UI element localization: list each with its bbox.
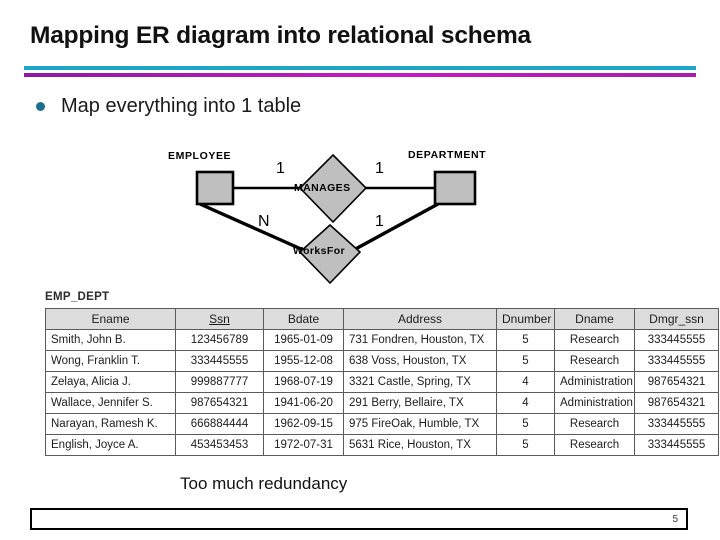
- table-cell-dmgr_ssn: 333445555: [634, 434, 719, 456]
- column-header-dnumber[interactable]: Dnumber: [496, 308, 555, 330]
- edge-employee-worksfor: [199, 202, 311, 255]
- table-cell-dmgr_ssn: 333445555: [634, 329, 719, 351]
- table-cell-address: 291 Berry, Bellaire, TX: [343, 392, 497, 414]
- footer-bar: 5: [30, 508, 688, 530]
- table-cell-ename: Smith, John B.: [45, 329, 176, 351]
- table-cell-dname: Research: [554, 434, 635, 456]
- relationship-diamond-manages: [298, 153, 368, 224]
- table-cell-bdate: 1962-09-15: [263, 413, 344, 435]
- table-header: Ename Ssn Bdate Address Dnumber Dname Dmgr_ssn: [45, 308, 719, 330]
- table-cell-address: 731 Fondren, Houston, TX: [343, 329, 497, 351]
- table-cell-address: 975 FireOak, Humble, TX: [343, 413, 497, 435]
- column-header-label: Address: [397, 312, 443, 326]
- divider-rule-magenta: [24, 73, 696, 77]
- table-cell-ssn: 666884444: [175, 413, 264, 435]
- entity-label-employee: EMPLOYEE: [168, 150, 232, 162]
- page-title: Mapping ER diagram into relational schem…: [30, 22, 531, 49]
- column-header-label: Dname: [575, 312, 614, 326]
- edge-worksfor-department: [349, 202, 439, 254]
- table-cell-dmgr_ssn: 987654321: [634, 392, 719, 414]
- table-cell-dname: Research: [554, 350, 635, 372]
- table-cell-dnumber: 5: [496, 350, 555, 372]
- table-cell-bdate: 1968-07-19: [263, 371, 344, 393]
- column-header-label: Ssn: [209, 312, 230, 326]
- bullet-item-label: Map everything into 1 table: [61, 95, 302, 117]
- table-cell-dmgr_ssn: 333445555: [634, 350, 719, 372]
- divider-rule-teal: [24, 66, 696, 70]
- table-cell-ssn: 987654321: [175, 392, 264, 414]
- table-cell-address: 3321 Castle, Spring, TX: [343, 371, 497, 393]
- relationship-label-manages: MANAGES: [294, 182, 351, 194]
- entity-box-department: [433, 170, 477, 206]
- table-cell-dname: Administration: [554, 392, 635, 414]
- table-cell-bdate: 1965-01-09: [263, 329, 344, 351]
- table-cell-ename: Wallace, Jennifer S.: [45, 392, 176, 414]
- table-cell-dmgr_ssn: 987654321: [634, 371, 719, 393]
- entity-box-employee: [195, 170, 235, 206]
- table-cell-dname: Administration: [554, 371, 635, 393]
- table-cell-ename: Narayan, Ramesh K.: [45, 413, 176, 435]
- cardinality-manages-left: 1: [276, 160, 285, 177]
- cardinality-manages-right: 1: [375, 160, 384, 177]
- table-cell-ename: Wong, Franklin T.: [45, 350, 176, 372]
- table-cell-dnumber: 5: [496, 329, 555, 351]
- table-cell-bdate: 1972-07-31: [263, 434, 344, 456]
- column-header-address[interactable]: Address: [343, 308, 497, 330]
- table-cell-dnumber: 4: [496, 392, 555, 414]
- table-cell-dmgr_ssn: 333445555: [634, 413, 719, 435]
- er-diagram-canvas: [195, 153, 477, 285]
- cardinality-worksfor-left: N: [258, 213, 270, 230]
- emp-dept-table: Ename Ssn Bdate Address Dnumber Dname Dmgr_ssn…: [45, 308, 719, 456]
- table-cell-bdate: 1955-12-08: [263, 350, 344, 372]
- table-cell-dnumber: 4: [496, 371, 555, 393]
- cardinality-worksfor-right: 1: [375, 213, 384, 230]
- table-cell-address: 638 Voss, Houston, TX: [343, 350, 497, 372]
- table-header-row: Ename Ssn Bdate Address Dnumber Dname Dmgr_ssn: [45, 308, 719, 330]
- column-header-bdate[interactable]: Bdate: [263, 308, 344, 330]
- table-cell-ssn: 999887777: [175, 371, 264, 393]
- table-cell-ssn: 453453453: [175, 434, 264, 456]
- footnote-text: Too much redundancy: [180, 474, 348, 493]
- bullet-dot-icon: [36, 102, 45, 111]
- table-cell-ssn: 333445555: [175, 350, 264, 372]
- table-cell-dnumber: 5: [496, 413, 555, 435]
- table-cell-bdate: 1941-06-20: [263, 392, 344, 414]
- relationship-diamond-worksfor: [298, 223, 362, 285]
- column-header-label: Dmgr_ssn: [649, 312, 704, 326]
- table-cell-ename: English, Joyce A.: [45, 434, 176, 456]
- table-cell-ssn: 123456789: [175, 329, 264, 351]
- column-header-dname[interactable]: Dname: [554, 308, 635, 330]
- column-header-dmgr_ssn[interactable]: Dmgr_ssn: [634, 308, 719, 330]
- column-header-ssn[interactable]: Ssn: [175, 308, 264, 330]
- table-cell-dname: Research: [554, 413, 635, 435]
- column-header-label: Ename: [91, 312, 130, 326]
- page-number: 5: [672, 514, 678, 525]
- emp-dept-table-block: EMP_DEPT Ename Ssn Bdate Address Dnumber Dnam…: [45, 291, 719, 456]
- relationship-label-worksfor: WorksFor: [293, 245, 346, 257]
- column-header-label: Bdate: [287, 312, 320, 326]
- table-cell-dnumber: 5: [496, 434, 555, 456]
- er-diagram: EMPLOYEE DEPARTMENT MANAGES WorksFor 1 1…: [160, 140, 560, 300]
- table-cell-dname: Research: [554, 329, 635, 351]
- column-header-ename[interactable]: Ename: [45, 308, 176, 330]
- entity-label-department: DEPARTMENT: [408, 149, 487, 161]
- table-caption: EMP_DEPT: [45, 291, 110, 303]
- table-cell-address: 5631 Rice, Houston, TX: [343, 434, 497, 456]
- column-header-label: Dnumber: [502, 312, 552, 326]
- table-cell-ename: Zelaya, Alicia J.: [45, 371, 176, 393]
- bullet-list-item: Map everything into 1 table: [36, 95, 301, 118]
